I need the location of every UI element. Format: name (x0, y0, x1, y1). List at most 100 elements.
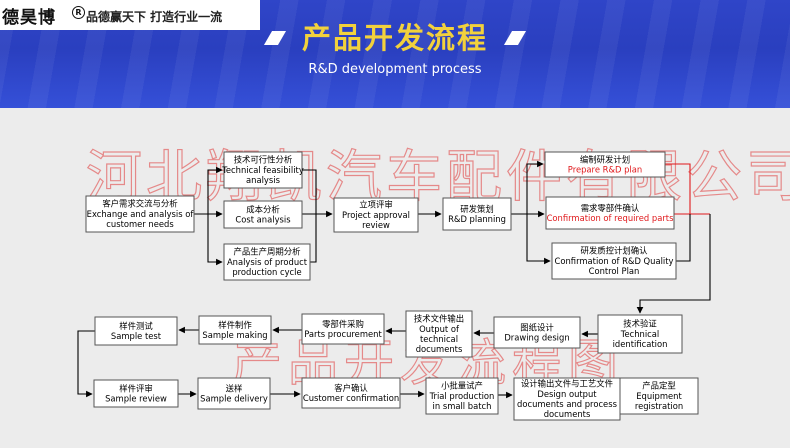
node-label-en: documents (416, 344, 463, 354)
node-box (223, 243, 311, 281)
node-label-zh: 产品生产周期分析 (234, 247, 301, 257)
registered-mark-icon: R (72, 6, 85, 19)
edge-branch-lifecycle (207, 214, 223, 266)
node-box (551, 242, 677, 280)
node-box (597, 314, 683, 354)
node-label-en: Trial production (429, 391, 495, 401)
node-label-en: Equipment (636, 391, 682, 401)
node-box (301, 313, 385, 345)
node-label-en: Confirmation of required parts (547, 213, 674, 223)
node-label-en: Drawing design (504, 332, 569, 342)
node-label-en: customer needs (106, 219, 173, 229)
node-label-en: Sample delivery (200, 393, 268, 403)
node-label-en: identification (613, 339, 668, 349)
edge-feasibility-merge (302, 169, 317, 214)
node-box (425, 377, 499, 415)
node-label-en: Parts procurement (304, 329, 382, 339)
node-box (493, 316, 581, 349)
node-label-en: review (362, 220, 390, 230)
node-label-en: documents and process (517, 399, 617, 409)
brand-strip: 德昊博 R 品德赢天下 打造行业一流 (0, 0, 260, 30)
node-label-zh: 送样 (226, 383, 243, 393)
node-label-zh: 图纸设计 (520, 322, 554, 332)
node-label-en: Control Plan (589, 266, 640, 276)
node-box (405, 310, 473, 358)
node-label-en: Sample test (111, 331, 162, 341)
edge-lifecycle-merge (310, 214, 317, 263)
node-label-zh: 编制研发计划 (580, 154, 630, 164)
node-label-en: Sample making (202, 330, 267, 340)
node-box (197, 377, 271, 410)
node-label-zh: 客户需求交流与分析 (102, 199, 177, 209)
node-label-zh: 产品定型 (642, 381, 676, 391)
node-label-en: Customer confirmation (303, 393, 399, 403)
node-label-en: Project approval (342, 210, 410, 220)
node-box (85, 195, 195, 233)
node-label-en: production cycle (232, 267, 301, 277)
page-subtitle: R&D development process (308, 62, 482, 77)
flow-edges (77, 160, 711, 400)
edge-rdplan-merge (665, 163, 691, 214)
node-label-en: Output of (419, 324, 460, 334)
node-label-en: Design output (537, 389, 597, 399)
node-label-en: Cost analysis (235, 214, 290, 224)
node-label-zh: 技术验证 (623, 319, 657, 329)
node-box (223, 200, 303, 229)
node-label-zh: 零部件采购 (322, 319, 364, 329)
node-box (93, 379, 179, 408)
node-label-zh: 小批量试产 (441, 381, 483, 391)
node-label-zh: 样件制作 (218, 320, 252, 330)
node-label-zh: 技术可行性分析 (234, 155, 293, 165)
node-label-zh: 研发策划 (460, 204, 494, 214)
node-label-zh: 设计输出文件与工艺文件 (521, 379, 613, 389)
node-box (545, 196, 675, 230)
node-label-en: R&D planning (448, 214, 506, 224)
node-label-en: Prepare R&D plan (568, 164, 642, 174)
node-label-en: Exchange and analysis of (87, 209, 195, 219)
page-title: 产品开发流程 (301, 21, 488, 55)
node-label-en: Technical (620, 329, 659, 339)
node-box (619, 377, 699, 415)
node-box (442, 197, 512, 231)
node-box (544, 151, 666, 178)
node-label-en: documents (544, 409, 591, 419)
node-label-en: in small batch (433, 401, 492, 411)
node-label-zh: 研发质控计划确认 (581, 246, 649, 256)
node-label-zh: 立项评审 (359, 200, 393, 210)
node-label-zh: 成本分析 (246, 204, 280, 214)
node-label-zh: 需求零部件确认 (581, 203, 640, 213)
node-label-en: Confirmation of R&D Quality (555, 256, 674, 266)
header-banner: 德昊博 R 品德赢天下 打造行业一流 产品开发流程 R&D developmen… (0, 0, 790, 108)
node-box (94, 316, 178, 346)
edge-split-qcplan (526, 214, 551, 265)
edge-test-review (77, 330, 95, 398)
node-label-en: Technical feasibility (221, 165, 304, 175)
node-label-en: technical (420, 334, 458, 344)
node-label-en: registration (635, 401, 683, 411)
edge-branch-feasibility (207, 166, 223, 214)
edge-down-techident (636, 214, 711, 314)
node-box (223, 151, 303, 189)
brand-slogan: 品德赢天下 打造行业一流 (86, 10, 223, 24)
node-label-zh: 技术文件输出 (414, 314, 464, 324)
